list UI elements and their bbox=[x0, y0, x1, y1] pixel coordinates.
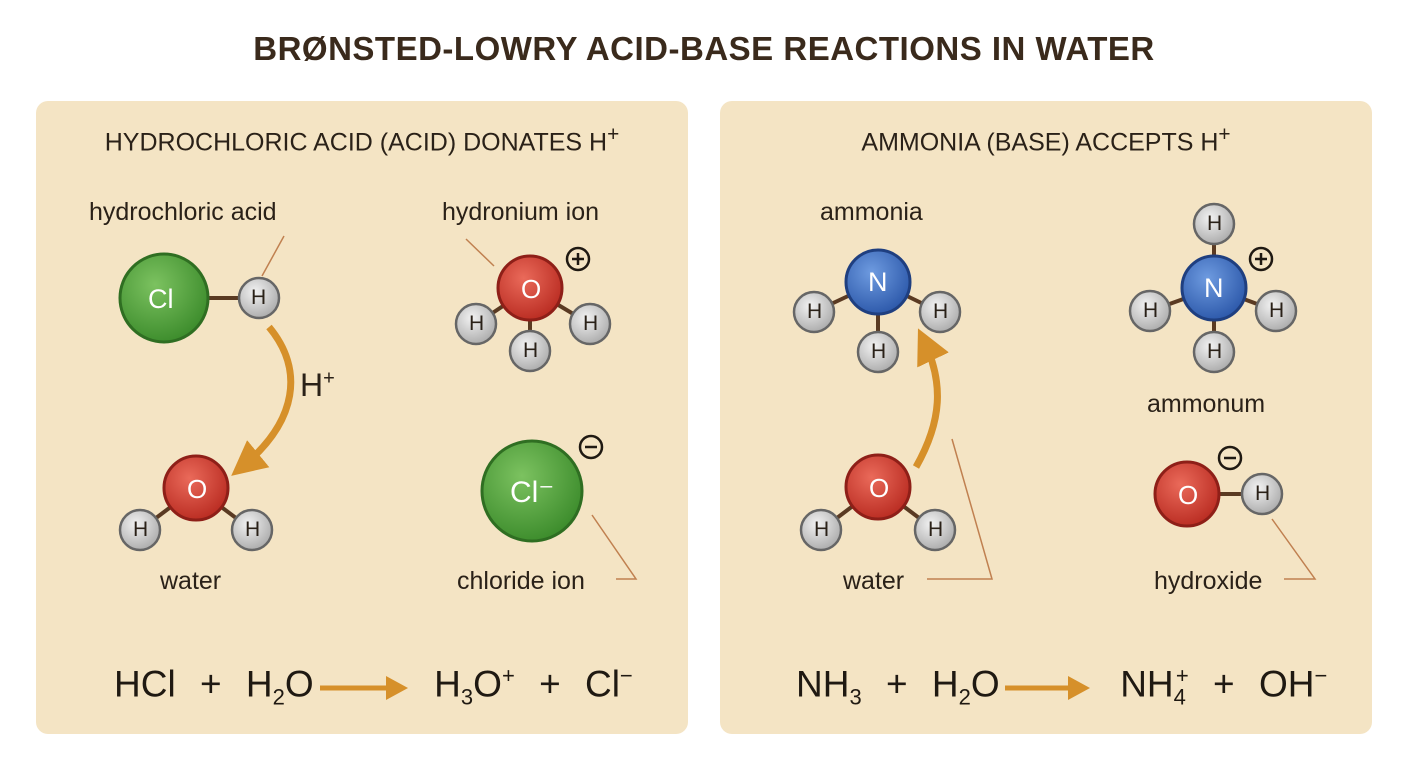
water-oxygen-symbol: O bbox=[187, 474, 208, 504]
page-title: BRØNSTED-LOWRY ACID-BASE REACTIONS IN WA… bbox=[253, 30, 1155, 67]
hcl-label: hydrochloric acid bbox=[89, 198, 277, 226]
hydroxide-label: hydroxide bbox=[1154, 567, 1263, 595]
acid-diagram bbox=[118, 235, 638, 700]
water-molecule-right bbox=[799, 453, 957, 552]
ammonium-hydrogen-right-symbol: H bbox=[1269, 299, 1285, 322]
proton-transfer-arrow bbox=[231, 324, 295, 476]
hydronium-leader-line bbox=[465, 238, 495, 267]
hydroxide-leader-line bbox=[1271, 518, 1317, 580]
chlorine-symbol: Cl bbox=[148, 284, 174, 314]
water-oxygen-symbol-right: O bbox=[869, 473, 890, 503]
chloride-leader-line bbox=[591, 514, 638, 580]
water-label-right: water bbox=[843, 567, 905, 595]
chloride-ion-atom bbox=[480, 439, 584, 543]
base-panel: AMMONIA (BASE) ACCEPTS H+ bbox=[720, 101, 1372, 734]
hcl-leader-line bbox=[261, 235, 285, 277]
hcl-hydrogen-symbol: H bbox=[251, 286, 267, 309]
ammonium-hydrogen-top-symbol: H bbox=[1207, 212, 1223, 235]
minus-charge-icon bbox=[1217, 445, 1243, 471]
hydronium-oxygen-symbol: O bbox=[521, 274, 542, 304]
hydronium-label: hydronium ion bbox=[442, 198, 600, 226]
ammonia-hydrogen-right-symbol: H bbox=[933, 300, 949, 323]
water-hydrogen-right-symbol: H bbox=[245, 518, 261, 541]
water-hydrogen-right-symbol-right: H bbox=[928, 518, 944, 541]
water-hydrogen-left-symbol-right: H bbox=[814, 518, 830, 541]
reaction-arrow-icon bbox=[320, 676, 408, 700]
plus-charge-icon bbox=[1248, 246, 1274, 272]
hydronium-molecule bbox=[454, 254, 612, 373]
ammonia-label: ammonia bbox=[820, 198, 923, 226]
water-hydrogen-left-symbol: H bbox=[133, 518, 149, 541]
ammonium-molecule bbox=[1128, 202, 1298, 374]
water-leader-line bbox=[927, 438, 993, 580]
hydronium-hydrogen-right-symbol: H bbox=[583, 312, 599, 335]
minus-charge-icon bbox=[578, 434, 604, 460]
ammonium-label: ammonum bbox=[1147, 390, 1266, 418]
reaction-arrow-icon bbox=[1005, 676, 1090, 700]
ammonium-hydrogen-bottom-symbol: H bbox=[1207, 340, 1223, 363]
hydroxide-hydrogen-symbol: H bbox=[1255, 482, 1271, 505]
ammonium-nitrogen-symbol: N bbox=[1204, 273, 1224, 303]
chloride-label: chloride ion bbox=[457, 567, 585, 595]
base-equation: NH3 + H2O NH4+ + OH− bbox=[796, 663, 1328, 710]
water-label: water bbox=[160, 567, 222, 595]
hydronium-hydrogen-bottom-symbol: H bbox=[523, 339, 539, 362]
water-molecule bbox=[118, 454, 274, 552]
hydronium-hydrogen-left-symbol: H bbox=[469, 312, 485, 335]
proton-accept-arrow bbox=[912, 328, 949, 469]
ammonia-nitrogen-symbol: N bbox=[868, 267, 888, 297]
hydroxide-molecule bbox=[1153, 460, 1284, 528]
acid-panel: HYDROCHLORIC ACID (ACID) DONATES H+ bbox=[36, 101, 688, 734]
plus-charge-icon bbox=[565, 246, 591, 272]
chloride-ion-symbol: Cl⁻ bbox=[510, 476, 555, 509]
acid-equation: HCl + H2O H3O+ + Cl− bbox=[114, 663, 633, 710]
ammonia-molecule bbox=[792, 248, 962, 374]
hydroxide-oxygen-symbol: O bbox=[1178, 480, 1199, 510]
chlorine-atom bbox=[118, 252, 210, 344]
proton-transfer-label: H+ bbox=[300, 367, 335, 403]
base-panel-heading: AMMONIA (BASE) ACCEPTS H+ bbox=[861, 123, 1231, 157]
base-diagram bbox=[792, 202, 1317, 700]
ammonia-hydrogen-left-symbol: H bbox=[807, 300, 823, 323]
ammonium-hydrogen-left-symbol: H bbox=[1143, 299, 1159, 322]
hcl-hydrogen-atom bbox=[237, 276, 281, 320]
ammonia-hydrogen-bottom-symbol: H bbox=[871, 340, 887, 363]
acid-panel-heading: HYDROCHLORIC ACID (ACID) DONATES H+ bbox=[104, 123, 620, 157]
